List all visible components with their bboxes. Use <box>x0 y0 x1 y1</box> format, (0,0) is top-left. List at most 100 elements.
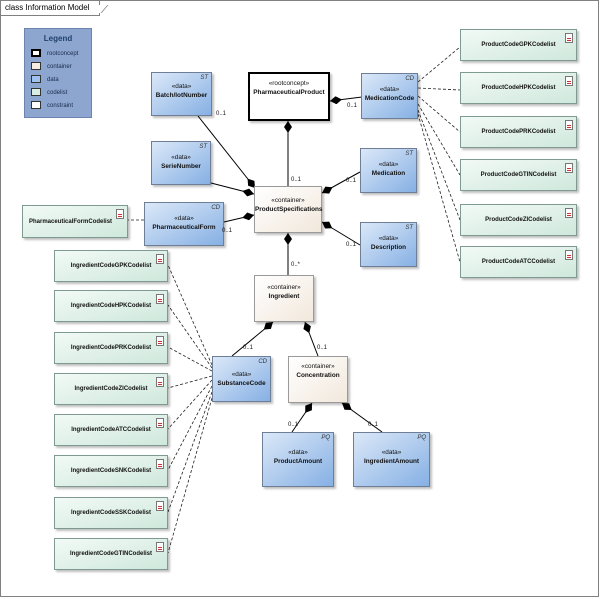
multiplicity-product-amount: 0..1 <box>288 422 299 428</box>
node-name: SubstanceCode <box>217 380 266 387</box>
multiplicity-batch: 0..1 <box>216 111 227 117</box>
diagram-title: class Information Model <box>1 1 101 16</box>
legend-label: codelist <box>47 90 68 96</box>
codelist-ingredient-atc[interactable]: IngredientCodeATCCodelist <box>54 414 168 446</box>
codelist-doc-icon <box>156 542 164 552</box>
multiplicity-pharmaceutical-form: 0..1 <box>222 228 233 234</box>
node-product-specifications[interactable]: «container» ProductSpecifications <box>254 186 322 233</box>
codelist-ingredient-zi[interactable]: IngredientCodeZICodelist <box>54 373 168 405</box>
node-medication-code[interactable]: CD «data» MedicationCode <box>361 73 418 119</box>
codelist-ingredient-snk[interactable]: IngredientCodeSNKCodelist <box>54 455 168 487</box>
multiplicity-substance-code: 0..1 <box>243 345 254 351</box>
legend-swatch <box>31 88 41 97</box>
node-stereotype: «data» <box>379 86 400 93</box>
node-pharmaceutical-product[interactable]: «rootconcept» PharmaceuticalProduct <box>248 72 330 121</box>
codelist-ingredient-hpk[interactable]: IngredientCodeHPKCodelist <box>54 290 168 322</box>
node-product-amount[interactable]: PQ «data» ProductAmount <box>262 432 334 487</box>
node-concentration[interactable]: «container» Concentration <box>288 356 348 403</box>
codelist-product-zi[interactable]: ProductCodeZICodelist <box>460 204 577 236</box>
codelist-ingredient-gpk[interactable]: IngredientCodeGPKCodelist <box>54 250 168 282</box>
codelist-ingredient-ssk[interactable]: IngredientCodeSSKCodelist <box>54 497 168 529</box>
edge-ingredient-substance <box>231 321 274 357</box>
codelist-name: IngredientCodeGPKCodelist <box>70 263 152 269</box>
codelist-name: ProductCodeZICodelist <box>485 217 552 223</box>
type-tag: CD <box>258 359 267 365</box>
node-medication[interactable]: ST «data» Medication <box>360 148 417 193</box>
codelist-ingredient-prk[interactable]: IngredientCodePRKCodelist <box>54 332 168 364</box>
node-name: IngredientAmount <box>363 458 420 465</box>
codelist-ingredient-gtin[interactable]: IngredientCodeGTINCodelist <box>54 538 168 570</box>
node-stereotype: «data» <box>171 154 191 161</box>
multiplicity-product-spec: 0..1 <box>291 177 302 183</box>
node-description[interactable]: ST «data» Description <box>360 222 417 267</box>
edge-spec-serie <box>210 182 255 197</box>
node-serie-number[interactable]: ST «data» SerieNumber <box>151 141 211 185</box>
node-stereotype: «container» <box>267 284 301 291</box>
node-substance-code[interactable]: CD «data» SubstanceCode <box>212 356 271 402</box>
codelist-name: PharmaceuticalFormCodelist <box>29 218 113 225</box>
node-name: Medication <box>371 170 406 177</box>
codelist-doc-icon <box>156 459 164 469</box>
codelist-pharmaceutical-form[interactable]: PharmaceuticalFormCodelist <box>22 205 128 238</box>
node-name: ProductSpecifications <box>255 206 323 213</box>
codelist-doc-icon <box>116 209 124 219</box>
edge-spec-medication <box>321 171 361 194</box>
node-ingredient-amount[interactable]: PQ «data» IngredientAmount <box>353 432 430 487</box>
edge-spec-form <box>223 212 255 223</box>
codelist-product-gpk[interactable]: ProductCodeGPKCodelist <box>460 29 577 61</box>
legend-item-container: container <box>31 62 72 73</box>
codelist-doc-icon <box>156 501 164 511</box>
node-name: SerieNumber <box>161 163 201 170</box>
codelist-product-atc[interactable]: ProductCodeATCCodelist <box>460 246 577 278</box>
edge-spec-batch <box>197 115 256 189</box>
legend-swatch <box>31 49 41 58</box>
multiplicity-medication-code: 0..1 <box>347 103 358 109</box>
codelist-name: IngredientCodeATCCodelist <box>71 427 151 433</box>
codelist-name: ProductCodeHPKCodelist <box>481 85 556 91</box>
legend-label: data <box>47 77 59 83</box>
node-stereotype: «data» <box>378 235 399 242</box>
codelist-name: IngredientCodePRKCodelist <box>70 345 152 351</box>
codelist-doc-icon <box>565 76 573 86</box>
codelist-name: IngredientCodeGTINCodelist <box>69 551 152 557</box>
codelist-doc-icon <box>156 294 164 304</box>
codelist-doc-icon <box>156 254 164 264</box>
legend-item-constraint: constraint <box>31 101 73 112</box>
codelist-product-prk[interactable]: ProductCodePRKCodelist <box>460 116 577 148</box>
node-stereotype: «container» <box>271 197 305 204</box>
legend-item-codelist: codelist <box>31 88 67 99</box>
codelist-name: ProductCodeATCCodelist <box>481 259 556 265</box>
node-stereotype: «container» <box>301 363 335 370</box>
multiplicity-description: 0..1 <box>346 242 357 248</box>
edge-concentration-ingredientamount <box>341 402 383 433</box>
multiplicity-ingredient: 0..* <box>291 262 301 268</box>
codelist-doc-icon <box>565 163 573 173</box>
node-stereotype: «data» <box>378 161 399 168</box>
legend: Legend rootconcept container data codeli… <box>24 28 92 118</box>
codelist-name: IngredientCodeHPKCodelist <box>70 303 152 309</box>
node-ingredient[interactable]: «container» Ingredient <box>254 275 314 322</box>
codelist-product-hpk[interactable]: ProductCodeHPKCodelist <box>460 72 577 104</box>
legend-label: rootconcept <box>47 51 79 57</box>
legend-item-data: data <box>31 75 59 86</box>
legend-swatch <box>31 62 41 71</box>
codelist-doc-icon <box>156 418 164 428</box>
type-tag: ST <box>405 151 413 157</box>
node-stereotype: «data» <box>171 83 192 90</box>
type-tag: CD <box>211 205 220 211</box>
node-stereotype: «data» <box>174 215 194 222</box>
codelist-name: IngredientCodeSSKCodelist <box>70 510 151 516</box>
node-stereotype: «data» <box>288 449 308 456</box>
multiplicity-ingredient-amount: 0..1 <box>368 422 379 428</box>
codelist-name: ProductCodePRKCodelist <box>481 129 556 135</box>
type-tag: PQ <box>321 435 330 441</box>
node-batch-lot-number[interactable]: ST «data» Batch/lotNumber <box>151 72 212 116</box>
legend-swatch <box>31 75 41 84</box>
node-pharmaceutical-form[interactable]: CD «data» PharmaceuticalForm <box>144 202 224 246</box>
type-tag: PQ <box>417 435 426 441</box>
node-stereotype: «data» <box>231 371 252 378</box>
legend-swatch <box>31 101 41 110</box>
codelist-product-gtin[interactable]: ProductCodeGTINCodelist <box>460 159 577 191</box>
